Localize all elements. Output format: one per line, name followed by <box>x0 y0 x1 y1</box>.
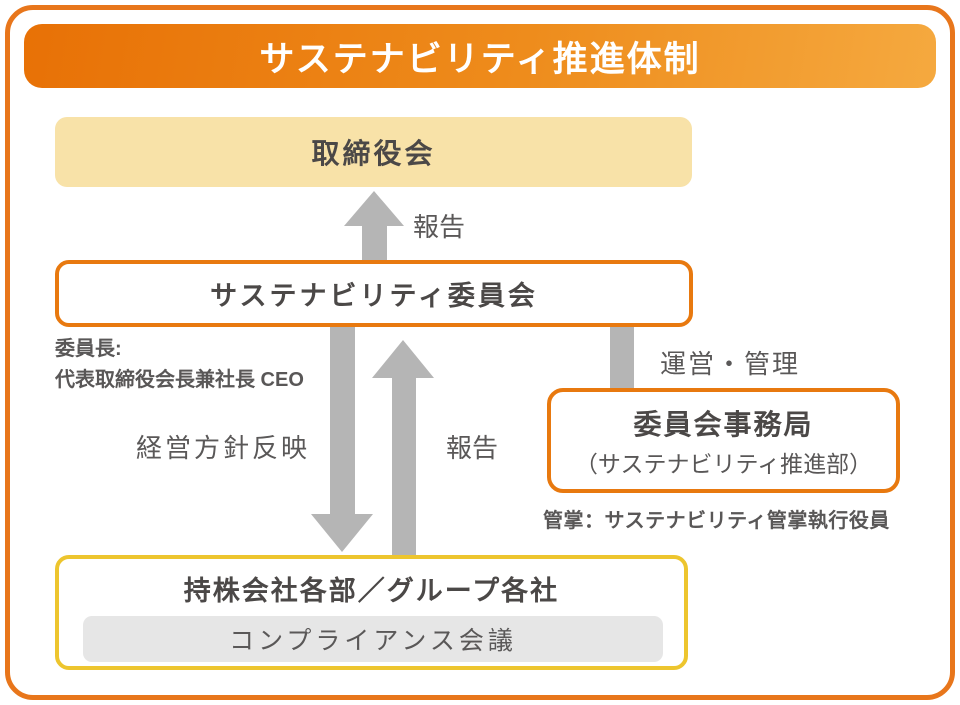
compliance-box: コンプライアンス会議 <box>83 616 663 662</box>
group-title: 持株会社各部／グループ各社 <box>183 576 560 606</box>
group-box: 持株会社各部／グループ各社 コンプライアンス会議 <box>55 555 688 670</box>
board-label: 取締役会 <box>311 138 436 169</box>
arrow-down-policy-shaft <box>330 327 355 515</box>
arrow-down-policy-head <box>311 514 373 552</box>
secretariat-box: 委員会事務局 （サステナビリティ推進部） <box>547 388 900 493</box>
label-report-top: 報告 <box>413 212 466 242</box>
chairman-note-line2: 代表取締役会長兼社長 CEO <box>55 369 304 391</box>
arrow-up-report2-shaft <box>392 377 416 556</box>
outer-frame <box>5 5 955 700</box>
label-operate: 運営・管理 <box>660 349 801 379</box>
compliance-label: コンプライアンス会議 <box>229 627 517 655</box>
secretariat-note: 管掌：サステナビリティ管掌執行役員 <box>543 510 890 532</box>
label-report-mid: 報告 <box>446 433 499 463</box>
board-box: 取締役会 <box>55 117 692 187</box>
arrow-up-report-head <box>344 191 404 226</box>
connector-operate <box>610 327 634 389</box>
header-bar: サステナビリティ推進体制 <box>24 24 936 88</box>
page-title: サステナビリティ推進体制 <box>259 39 701 79</box>
arrow-up-report2-head <box>372 340 434 378</box>
chairman-note: 委員長: 代表取締役会長兼社長 CEO <box>55 334 304 396</box>
secretariat-title: 委員会事務局 <box>633 408 814 440</box>
chairman-note-line1: 委員長: <box>55 338 122 360</box>
secretariat-subtitle: （サステナビリティ推進部） <box>574 450 873 477</box>
committee-label: サステナビリティ委員会 <box>210 281 538 311</box>
label-policy: 経営方針反映 <box>136 433 311 463</box>
committee-box: サステナビリティ委員会 <box>55 260 693 327</box>
arrow-up-report-shaft <box>362 224 387 260</box>
